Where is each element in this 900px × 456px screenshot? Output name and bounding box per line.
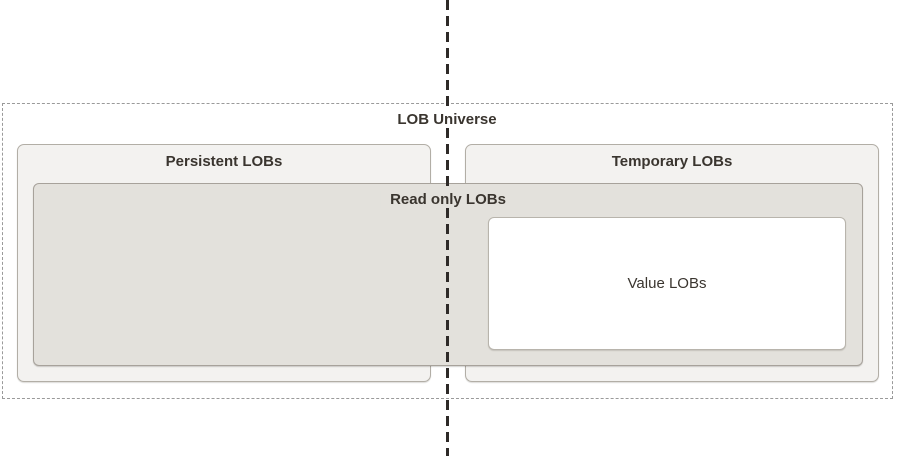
- value-lobs-label: Value LOBs: [627, 275, 707, 292]
- diagram-title: LOB Universe: [387, 111, 507, 128]
- read-only-lobs-label: Read only LOBs: [380, 191, 516, 208]
- temporary-lobs-label: Temporary LOBs: [611, 153, 733, 170]
- value-lobs-box: Value LOBs: [488, 217, 846, 350]
- persistent-lobs-label: Persistent LOBs: [165, 153, 283, 170]
- center-divider-dashed-line: [446, 0, 449, 456]
